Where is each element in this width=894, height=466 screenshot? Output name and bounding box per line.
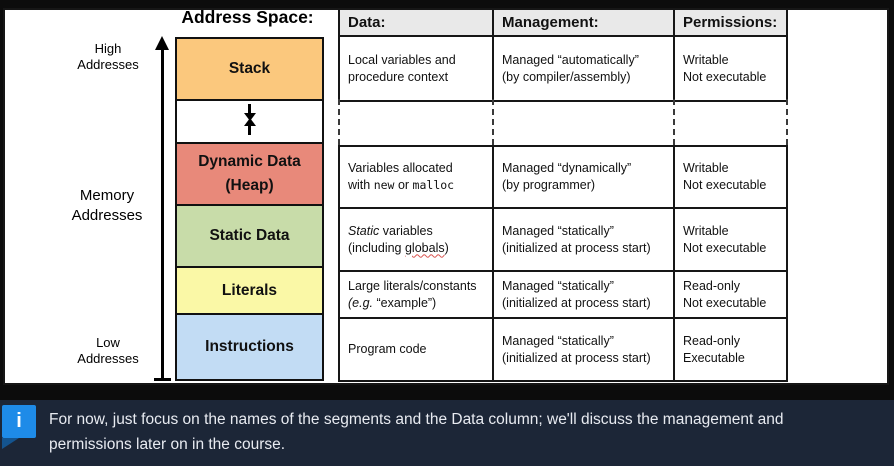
header-management: Management: (492, 8, 675, 37)
memory-axis-arrow (161, 48, 164, 380)
heap-permissions-cell: Writable Not executable (673, 145, 788, 209)
info-icon-tail (2, 438, 19, 449)
instructions-permissions-cell: Read-only Executable (673, 317, 788, 382)
address-space-title: Address Space: (181, 7, 314, 27)
heap-data-cell: Variables allocated with new or malloc (338, 145, 494, 209)
stack-grows-down-arrow-icon (243, 104, 256, 121)
high-addresses-label: High Addresses (77, 41, 139, 72)
table-row-static-data: Static variables (including globals) Man… (338, 207, 788, 272)
low-addresses-label: Low Addresses (77, 335, 139, 366)
instructions-management-cell: Managed “statically” (initialized at pro… (492, 317, 675, 382)
dashed-border-left (338, 99, 340, 145)
segment-stack: Stack (175, 37, 324, 101)
literals-data-cell: Large literals/constants (e.g. “example”… (338, 270, 494, 319)
table-row-stack: Local variables and procedure context Ma… (338, 35, 788, 102)
literals-management-cell: Managed “statically” (initialized at pro… (492, 270, 675, 319)
heap-grows-up-arrow-icon (243, 118, 256, 135)
table-row-gap-dashed (338, 99, 790, 145)
info-note-bar: i For now, just focus on the names of th… (0, 400, 894, 466)
stack-data-cell: Local variables and procedure context (338, 35, 494, 102)
axis-bottom-cap (154, 378, 171, 381)
instructions-data-cell: Program code (338, 317, 494, 382)
segment-growth-gap (175, 99, 324, 144)
lecture-slide: Address Space: High Addresses Memory Add… (3, 7, 889, 385)
table-row-heap: Variables allocated with new or malloc M… (338, 145, 788, 209)
memory-addresses-label: Memory Addresses (71, 187, 143, 224)
stack-management-cell: Managed “automatically” (by compiler/ass… (492, 35, 675, 102)
static-management-cell: Managed “statically” (initialized at pro… (492, 207, 675, 272)
table-row-literals: Large literals/constants (e.g. “example”… (338, 270, 788, 319)
dashed-border-right (786, 99, 788, 145)
literals-permissions-cell: Read-only Not executable (673, 270, 788, 319)
table-row-instructions: Program code Managed “statically” (initi… (338, 317, 788, 382)
memory-segments-table: Data: Management: Permissions: Local var… (338, 8, 790, 384)
axis-arrowhead-icon (155, 36, 169, 50)
dashed-border-col1 (492, 99, 494, 145)
table-top-block: Data: Management: Permissions: Local var… (338, 8, 788, 102)
note-line-2: permissions later on in the course. (49, 436, 286, 453)
table-header-row: Data: Management: Permissions: (338, 8, 788, 37)
header-permissions: Permissions: (673, 8, 788, 37)
dashed-border-col2 (673, 99, 675, 145)
static-permissions-cell: Writable Not executable (673, 207, 788, 272)
header-data: Data: (338, 8, 494, 37)
address-space-diagram: Stack Dynamic Data (Heap) Static Data Li… (175, 37, 324, 381)
note-line-1: For now, just focus on the names of the … (49, 411, 784, 428)
stack-permissions-cell: Writable Not executable (673, 35, 788, 102)
segment-dynamic-data-heap: Dynamic Data (Heap) (175, 142, 324, 206)
heap-management-cell: Managed “dynamically” (by programmer) (492, 145, 675, 209)
info-icon[interactable]: i (2, 405, 36, 438)
segment-instructions: Instructions (175, 313, 324, 381)
table-bottom-block: Variables allocated with new or malloc M… (338, 145, 788, 382)
static-data-cell: Static variables (including globals) (338, 207, 494, 272)
segment-static-data: Static Data (175, 204, 324, 268)
segment-literals: Literals (175, 266, 324, 315)
note-text: For now, just focus on the names of the … (49, 407, 864, 457)
